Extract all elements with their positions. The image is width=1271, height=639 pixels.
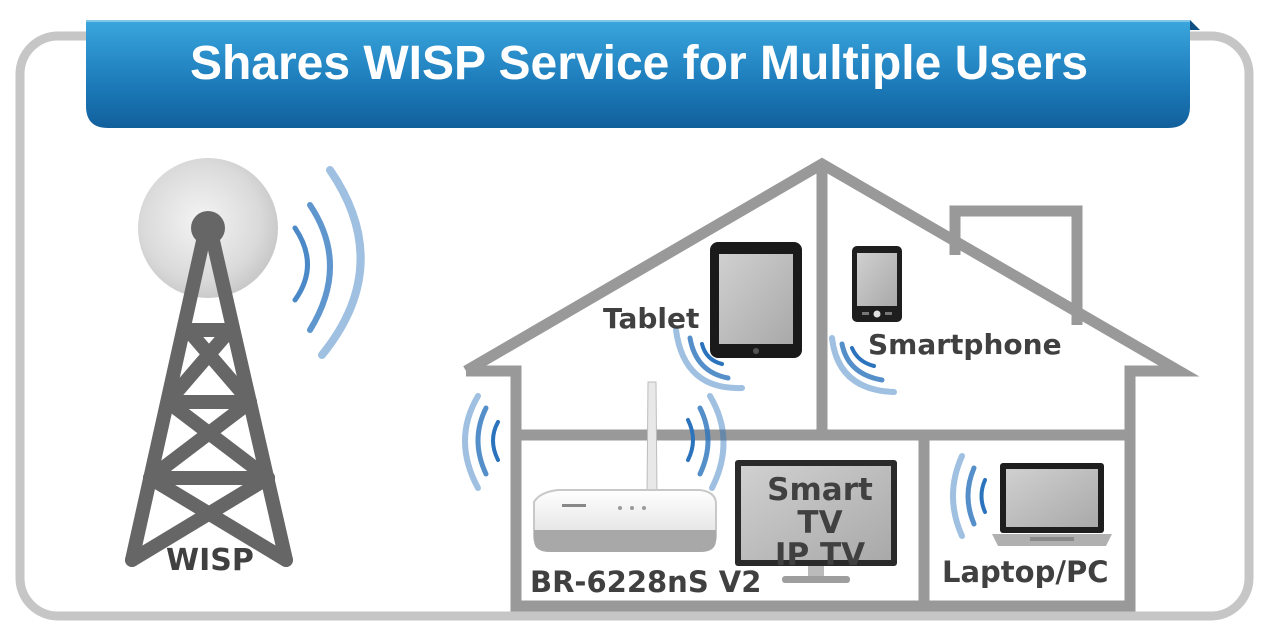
tower-top-node [191, 211, 225, 245]
router-signal-icon [462, 393, 727, 491]
smart-tv-label-line1: Smart TV [767, 472, 873, 541]
smartphone-device [852, 246, 902, 322]
laptop-signal-icon [950, 453, 987, 539]
tablet-signal-icon [673, 327, 745, 392]
smartphone-label: Smartphone [868, 328, 1062, 361]
smart-tv-label: Smart TV IP TV [740, 474, 900, 572]
router-device [533, 381, 717, 552]
router-label: BR-6228nS V2 [530, 565, 762, 599]
laptop-label: Laptop/PC [942, 555, 1109, 589]
smart-tv-device [735, 460, 897, 583]
house-outline [463, 157, 1200, 612]
laptop-device [992, 463, 1112, 546]
diagram-title: Shares WISP Service for Multiple Users [189, 37, 1089, 90]
smart-tv-label-line2: IP TV [774, 537, 866, 574]
wisp-label: WISP [166, 543, 254, 578]
smartphone-signal-icon [829, 335, 897, 395]
title-banner [86, 20, 1200, 128]
tablet-device [710, 242, 802, 358]
wisp-tower [125, 158, 293, 567]
tower-signal-icon [292, 166, 365, 359]
tablet-label: Tablet [603, 302, 700, 335]
